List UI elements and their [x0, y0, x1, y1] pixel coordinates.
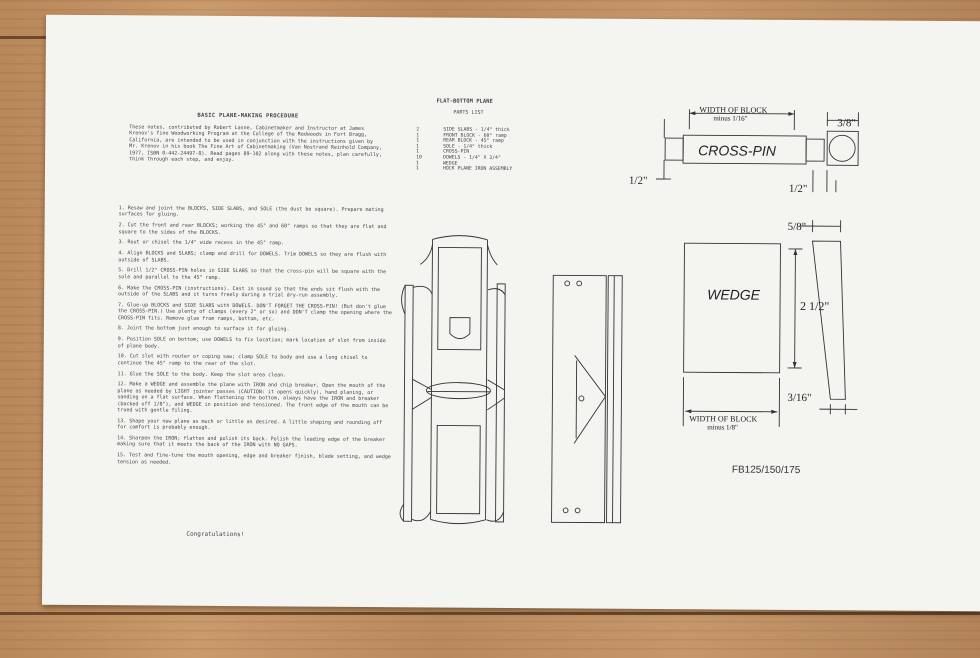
wedge-dim-316: 3/16": [787, 392, 811, 404]
catalog-number: FB125/150/175: [731, 464, 801, 477]
crosspin-label: CROSS-PIN: [698, 142, 777, 159]
wedge-dim-58: 5/8": [788, 221, 807, 233]
crosspin-width-label: WIDTH OF BLOCK: [699, 105, 767, 114]
crosspin-dim-12-left: 1/2": [629, 175, 648, 187]
wedge-dim-212: 2 1/2": [800, 299, 829, 313]
crosspin-dim-38: 3/8": [837, 117, 856, 129]
wedge-label: WEDGE: [707, 286, 761, 302]
crosspin-dim-12-right: 1/2": [789, 183, 808, 195]
crosspin-width-sub: minus 1/16": [713, 114, 747, 122]
wedge-drawing: [682, 220, 858, 427]
wedge-width-label: WIDTH OF BLOCK: [689, 414, 757, 423]
plane-top-view: [399, 235, 506, 525]
side-slab-view: [551, 274, 623, 524]
board-gap: [0, 612, 980, 615]
crosspin-drawing: [655, 109, 859, 193]
wedge-width-sub: minus 1/8": [707, 423, 738, 431]
plan-sheet: BASIC PLANE-MAKING PROCEDURE These notes…: [41, 14, 980, 612]
